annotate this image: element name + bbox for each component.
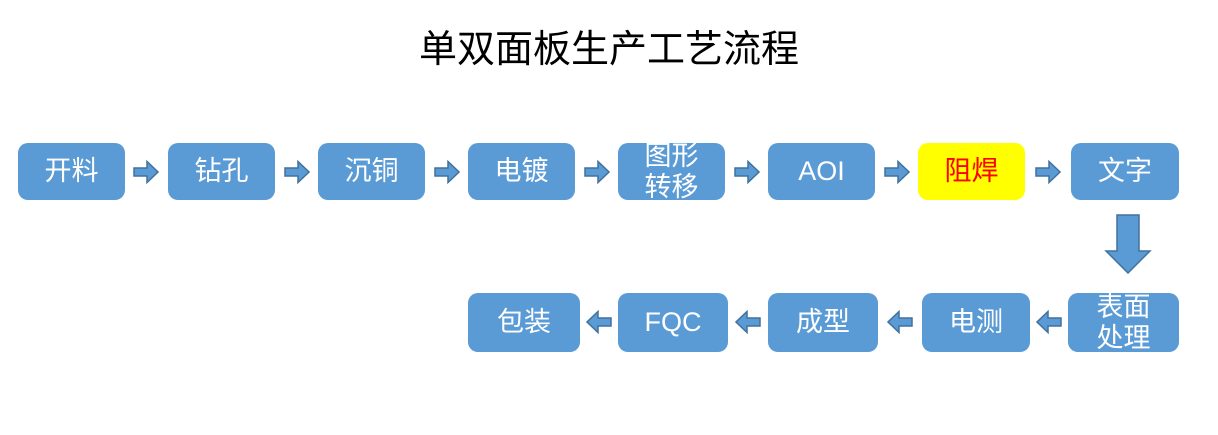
- flow-arrow-down-icon: [1104, 214, 1152, 274]
- flow-arrow-left-icon: [887, 310, 913, 334]
- box-drilling: 钻孔: [168, 143, 275, 200]
- flow-arrow-left-icon: [586, 310, 612, 334]
- box-cutting: 开料: [18, 143, 125, 200]
- box-packaging: 包装: [468, 293, 580, 352]
- flow-arrow-right-icon: [1035, 160, 1061, 184]
- box-surface-finish: 表面 处理: [1068, 292, 1179, 353]
- box-electrical-test: 电测: [922, 293, 1030, 352]
- box-solder-mask: 阻焊: [918, 143, 1025, 200]
- box-pattern-transfer: 图形 转移: [618, 141, 725, 202]
- box-electroplating: 电镀: [468, 143, 575, 200]
- flow-arrow-right-icon: [284, 160, 310, 184]
- flow-arrow-left-icon: [1036, 310, 1062, 334]
- box-copper-deposition: 沉铜: [318, 143, 425, 200]
- flow-arrow-right-icon: [133, 160, 159, 184]
- diagram-title: 单双面板生产工艺流程: [418, 29, 799, 71]
- box-aoi: AOI: [768, 143, 875, 200]
- box-forming: 成型: [768, 293, 878, 352]
- flow-arrow-left-icon: [735, 310, 761, 334]
- box-silkscreen-text: 文字: [1071, 143, 1179, 200]
- flow-arrow-right-icon: [584, 160, 610, 184]
- flow-arrow-right-icon: [734, 160, 760, 184]
- flow-arrow-right-icon: [884, 160, 910, 184]
- box-fqc: FQC: [618, 293, 728, 352]
- flow-arrow-right-icon: [434, 160, 460, 184]
